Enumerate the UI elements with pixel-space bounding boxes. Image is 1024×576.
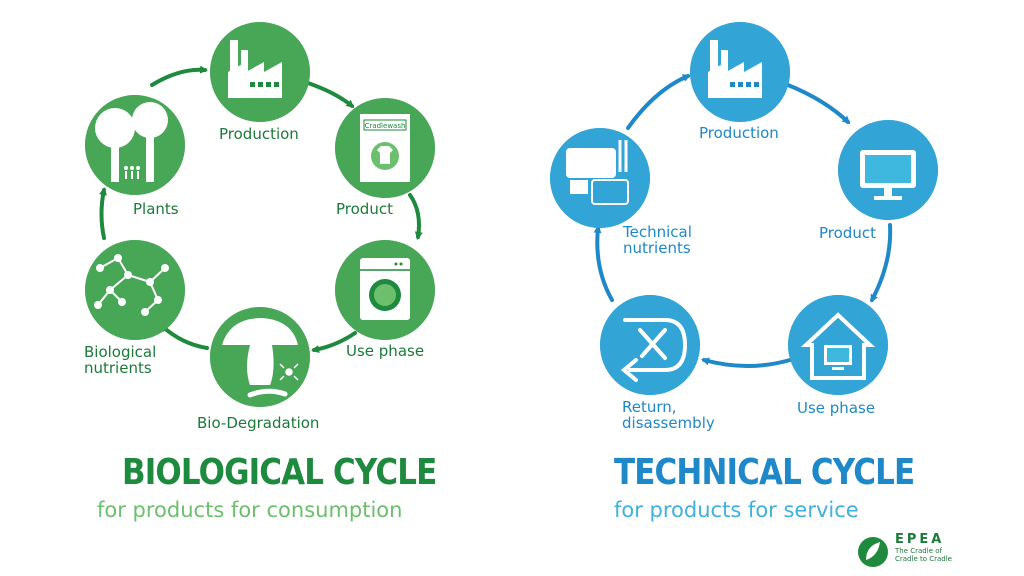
arrow-product-to-use-phase — [408, 193, 423, 240]
bio-product-label: Product — [336, 200, 393, 218]
factory-icon — [708, 40, 762, 98]
washing-machine-icon — [360, 258, 410, 320]
monitor-icon — [860, 150, 916, 200]
devices-icon — [566, 140, 629, 205]
bug-icon — [279, 363, 299, 381]
trees-icon — [95, 102, 168, 182]
plants-label: Plants — [133, 200, 179, 218]
tech-use-phase-node — [788, 295, 888, 395]
arrow-use-phase-to-biodegradation — [311, 331, 357, 354]
arrow-biodegradation-to-nutrients — [159, 323, 209, 350]
arrow-plants-to-production — [150, 65, 208, 87]
return-disassembly-label: Return, disassembly — [622, 398, 715, 432]
arrow-nutrients-to-plants — [99, 187, 107, 240]
logo-name: EPEA — [895, 532, 945, 547]
tech-use-phase-label: Use phase — [797, 399, 876, 417]
biological-cycle-title: BIOLOGICAL CYCLE — [122, 452, 437, 493]
arrow-use-phase-to-return — [701, 357, 792, 368]
arrow-production-to-product — [786, 83, 851, 125]
detergent-box-icon: Cradlewash — [360, 114, 410, 182]
factory-icon — [228, 40, 282, 98]
worm-icon — [247, 388, 288, 398]
arrow-return-to-nutrients — [593, 225, 614, 302]
tech-production-label: Production — [699, 124, 779, 142]
tech-product-node — [838, 120, 938, 220]
bio-product-node: Cradlewash — [335, 98, 435, 198]
tech-production-node — [690, 22, 790, 122]
technical-nutrients-label: Technical nutrients — [623, 223, 692, 257]
house-icon — [800, 312, 876, 380]
bio-production-node — [210, 22, 310, 122]
biological-nutrients-label: Biological nutrients — [84, 343, 157, 377]
bio-degradation-node — [210, 307, 310, 407]
epea-leaf-icon — [858, 537, 888, 567]
technical-cycle-arrows — [593, 74, 893, 368]
bio-use-phase-label: Use phase — [346, 342, 425, 360]
return-disassembly-node — [600, 295, 700, 395]
arrow-nutrients-to-production — [626, 74, 691, 130]
plants-node — [85, 95, 185, 195]
epea-logo: EPEA The Cradle of Cradle to Cradle — [895, 532, 955, 563]
bio-degradation-label: Bio-Degradation — [197, 414, 320, 432]
cradlewash-label: Cradlewash — [365, 122, 406, 130]
technical-nutrients-node — [550, 128, 650, 228]
biological-cycle-subtitle: for products for consumption — [97, 498, 403, 522]
biological-nutrients-node — [85, 240, 185, 340]
sprouts-icon — [124, 166, 140, 179]
tech-product-label: Product — [819, 224, 876, 242]
logo-tagline: The Cradle of Cradle to Cradle — [895, 547, 952, 563]
molecule-icon — [94, 254, 169, 316]
technical-cycle-subtitle: for products for service — [614, 498, 859, 522]
return-tools-icon — [620, 318, 688, 382]
arrow-production-to-product — [303, 80, 355, 108]
bio-production-label: Production — [219, 125, 299, 143]
bio-use-phase-node — [335, 240, 435, 340]
arrow-product-to-use-phase — [870, 223, 893, 303]
technical-cycle-title: TECHNICAL CYCLE — [614, 452, 915, 493]
biological-cycle-arrows — [99, 65, 423, 354]
mushroom-icon — [222, 318, 298, 385]
